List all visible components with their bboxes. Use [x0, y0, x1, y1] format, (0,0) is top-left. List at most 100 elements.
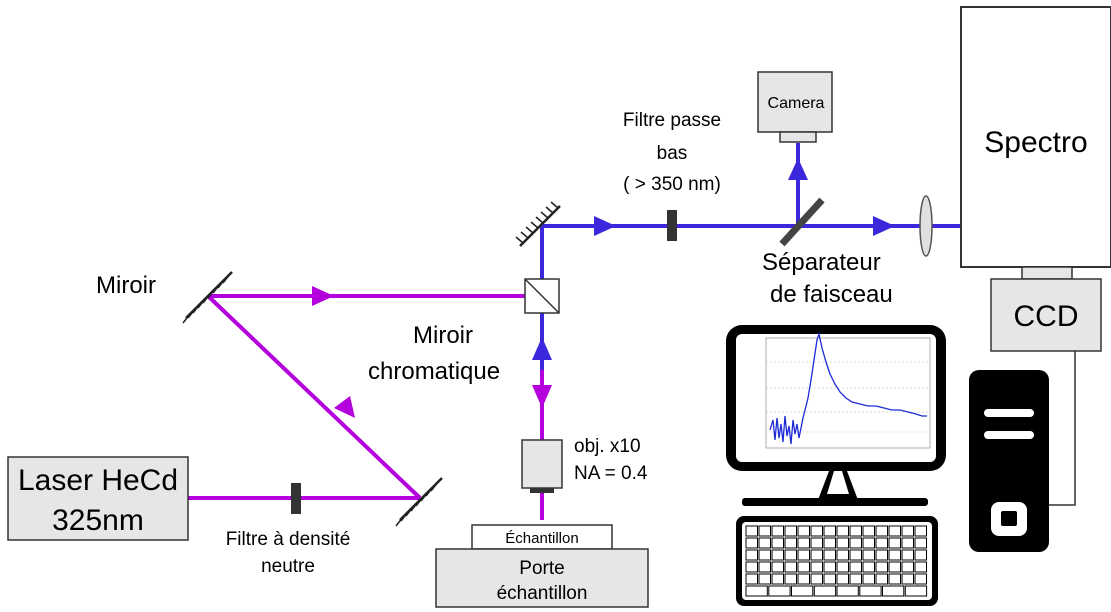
keyboard-key — [745, 573, 758, 585]
mirror-bottom-icon — [395, 477, 443, 527]
ccd-label: CCD — [1014, 300, 1079, 333]
spectrometer-label: Spectro — [984, 126, 1087, 159]
keyboard-key — [901, 573, 914, 585]
keyboard-key — [810, 573, 823, 585]
keyboard-key — [810, 549, 823, 561]
keyboard-key — [859, 585, 882, 597]
ccd-detector: CCD — [990, 278, 1102, 352]
keyboard-key — [849, 549, 862, 561]
keyboard-key — [745, 585, 768, 597]
keyboard-key — [862, 537, 875, 549]
keyboard-key — [823, 525, 836, 537]
keyboard-key — [784, 525, 797, 537]
keyboard-key — [901, 549, 914, 561]
keyboard-key — [849, 525, 862, 537]
sample: Échantillon — [471, 524, 613, 550]
keyboard-key — [875, 525, 888, 537]
spectrometer: Spectro — [960, 6, 1111, 280]
keyboard-key — [914, 525, 927, 537]
keyboard-key — [758, 561, 771, 573]
keyboard-key — [836, 537, 849, 549]
keyboard-key — [797, 525, 810, 537]
keyboard-key — [771, 525, 784, 537]
low-pass-filter — [667, 210, 677, 241]
sample-holder-label-line1: Porte — [519, 558, 564, 579]
keyboard-key — [914, 549, 927, 561]
keyboard-key — [784, 549, 797, 561]
keyboard-key — [810, 561, 823, 573]
keyboard-key — [849, 561, 862, 573]
keyboard-key — [836, 561, 849, 573]
keyboard-key — [810, 537, 823, 549]
keyboard-key — [888, 549, 901, 561]
laser-label-line2: 325nm — [52, 504, 144, 537]
keyboard-key — [862, 549, 875, 561]
keyboard-key — [758, 549, 771, 561]
camera-icon: Camera — [757, 71, 833, 143]
keyboard-key — [904, 585, 928, 597]
keyboard-key — [771, 561, 784, 573]
sample-holder-label-line2: échantillon — [497, 583, 588, 604]
keyboard-key — [901, 525, 914, 537]
emission-arrows — [532, 158, 895, 360]
keyboard-key — [823, 561, 836, 573]
keyboard-key — [836, 573, 849, 585]
keyboard-key — [823, 573, 836, 585]
chromatic-mirror-label-line1: Miroir — [413, 322, 473, 349]
keyboard-key — [914, 561, 927, 573]
keyboard-key — [784, 573, 797, 585]
keyboard-key — [836, 585, 859, 597]
keyboard-key — [882, 585, 905, 597]
ccd-cable — [1049, 351, 1076, 506]
laser-label-line1: Laser HeCd — [18, 464, 178, 497]
keyboard-key — [849, 573, 862, 585]
neutral-density-filter — [291, 483, 301, 514]
sample-label: Échantillon — [505, 530, 578, 547]
beam-splitter-label-line2: de faisceau — [770, 281, 893, 308]
laser-source: Laser HeCd 325nm — [7, 456, 189, 541]
keyboard-key — [849, 537, 862, 549]
keyboard-key — [758, 537, 771, 549]
keyboard-key — [862, 561, 875, 573]
camera-label: Camera — [768, 95, 825, 112]
keyboard-key — [797, 561, 810, 573]
keyboard-key — [758, 573, 771, 585]
chromatic-mirror-cube-icon — [524, 278, 560, 314]
objective-label-line2: NA = 0.4 — [574, 463, 648, 484]
keyboard-key — [875, 573, 888, 585]
spectrum-plot-icon — [765, 331, 931, 449]
keyboard-key — [901, 561, 914, 573]
keyboard-key — [901, 537, 914, 549]
keyboard-key — [768, 585, 791, 597]
keyboard-key — [823, 537, 836, 549]
keyboard-key — [875, 549, 888, 561]
keyboard-key — [810, 525, 823, 537]
keyboard-key — [914, 573, 927, 585]
neutral-filter-label-line2: neutre — [261, 556, 315, 577]
computer-monitor-icon — [726, 325, 946, 506]
low-pass-label-line3: ( > 350 nm) — [623, 174, 721, 195]
keyboard-key — [771, 549, 784, 561]
keyboard-key — [888, 573, 901, 585]
low-pass-label-line1: Filtre passe — [623, 110, 721, 131]
keyboard-key — [862, 525, 875, 537]
keyboard-key — [784, 537, 797, 549]
keyboard-key — [771, 537, 784, 549]
excitation-arrows — [312, 286, 552, 418]
sample-holder: Porte échantillon — [435, 548, 649, 608]
keyboard-key — [745, 525, 758, 537]
neutral-filter-label-line1: Filtre à densité — [226, 529, 351, 550]
keyboard-key — [797, 537, 810, 549]
mirror-corner-icon — [515, 201, 561, 247]
mirror-label: Miroir — [96, 272, 156, 299]
keyboard-key — [797, 573, 810, 585]
objective-label-line1: obj. x10 — [574, 436, 641, 457]
beam-splitter-label-line1: Séparateur — [762, 249, 881, 276]
keyboard-key — [836, 549, 849, 561]
lens-icon — [919, 195, 933, 257]
keyboard-key — [813, 585, 837, 597]
objective-icon — [521, 439, 563, 493]
keyboard-icon — [736, 516, 938, 606]
keyboard-key — [784, 561, 797, 573]
beam-splitter-icon — [779, 197, 825, 247]
